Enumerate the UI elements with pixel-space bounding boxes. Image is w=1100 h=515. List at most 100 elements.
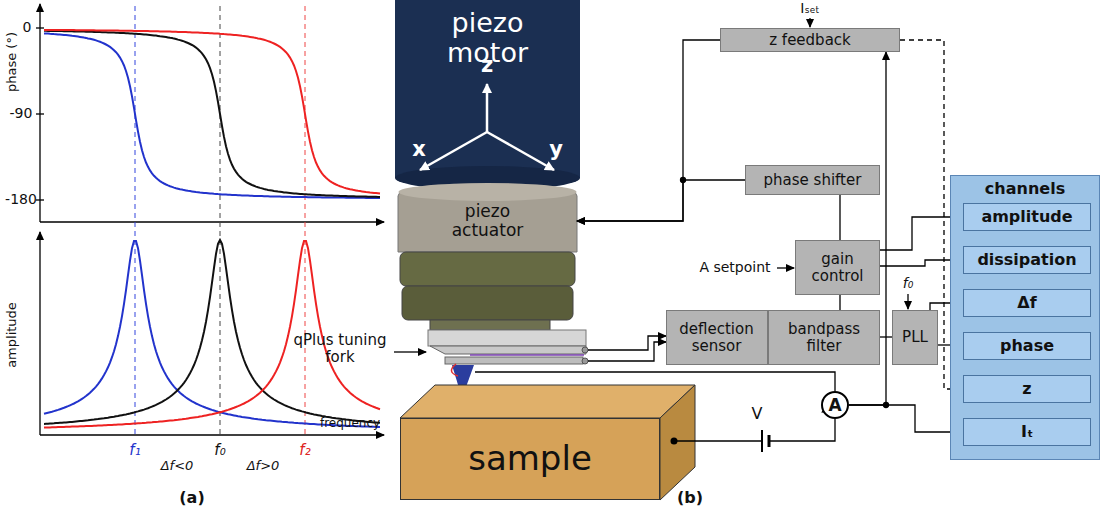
node-text: deflection sensor — [671, 321, 763, 354]
channel-box: Δf — [963, 289, 1091, 317]
actuator-node: piezo actuator — [398, 190, 577, 252]
axis-arrow — [486, 84, 489, 132]
process-box: z feedback — [720, 28, 900, 52]
node-text: bandpass filter — [779, 321, 869, 354]
text-label: -90 — [10, 106, 33, 121]
text-label: amplitude — [5, 302, 19, 368]
text-label: f₁ — [129, 442, 140, 459]
text-label: f₂ — [299, 442, 310, 459]
node-text: A — [828, 396, 841, 415]
frequency-marker — [220, 6, 221, 438]
text-label: Iₛₑₜ — [800, 1, 819, 16]
connector — [577, 180, 745, 221]
input-arrow — [777, 267, 794, 268]
sample-node: sample — [400, 418, 660, 500]
terminal — [582, 358, 588, 364]
input-arrow — [809, 18, 810, 27]
text-label: z — [481, 54, 493, 77]
piezo-actuator-top — [399, 183, 577, 201]
frequency-marker — [305, 6, 306, 438]
fork-prong — [445, 357, 583, 364]
bias-wire — [674, 440, 762, 441]
process-box: gain control — [795, 240, 880, 295]
resonance-plot — [36, 4, 384, 438]
bias-wire — [769, 419, 835, 441]
text-label: f₀ — [214, 442, 225, 459]
channel-box: dissipation — [963, 246, 1091, 274]
microscope-illustration — [395, 0, 695, 500]
text-label: x — [412, 138, 426, 161]
text-label: Δf>0 — [247, 459, 280, 473]
text-label: A setpoint — [699, 260, 770, 275]
node-text: amplitude — [981, 208, 1072, 226]
text-label: phase (°) — [5, 32, 19, 92]
disk — [430, 320, 550, 330]
response-curve — [44, 30, 380, 194]
axis-line — [40, 221, 384, 222]
fork-prong — [430, 346, 586, 354]
node-text: z feedback — [769, 32, 851, 49]
axes-symbol — [420, 84, 554, 170]
ammeter-symbol: A — [821, 391, 849, 419]
node-text: channels — [985, 180, 1065, 198]
node-text: dissipation — [977, 251, 1076, 269]
connector — [577, 40, 720, 221]
node-text: piezo actuator — [438, 202, 538, 239]
text-label: f₀ — [903, 276, 914, 291]
node-text: Iₜ — [1021, 423, 1033, 441]
terminal — [582, 347, 588, 353]
tick-mark — [36, 27, 44, 28]
disk — [400, 252, 575, 286]
node-text: Δf — [1017, 294, 1036, 312]
tip-current-wire — [475, 372, 835, 391]
process-box: deflection sensor — [666, 310, 768, 365]
channel-box: Iₜ — [963, 418, 1091, 446]
signal-wire — [588, 342, 666, 361]
axis-arrow — [420, 132, 487, 170]
process-box: bandpass filter — [768, 310, 880, 365]
text-label: qPlus tuning fork — [290, 332, 390, 365]
tick-mark — [36, 113, 44, 114]
leader-arrow — [394, 351, 426, 352]
electrode — [470, 354, 584, 356]
axis-line — [40, 434, 384, 435]
axis-arrow — [487, 132, 554, 170]
wiring — [394, 18, 908, 452]
text-label: V — [752, 405, 763, 423]
text-label: Δf<0 — [161, 459, 194, 473]
text-label: y — [549, 138, 563, 161]
channel-box: amplitude — [963, 203, 1091, 231]
node-text: z — [1022, 380, 1031, 398]
piezo-actuator-body — [398, 184, 577, 252]
axis-line — [39, 232, 40, 435]
frequency-marker — [135, 6, 136, 438]
tick-mark — [36, 199, 44, 200]
sample-top — [400, 385, 695, 418]
fork-holder — [428, 330, 586, 346]
channel-box: phase — [963, 332, 1091, 360]
connector — [839, 295, 840, 310]
input-arrow — [907, 294, 908, 309]
text-label: (b) — [677, 489, 703, 507]
connector — [849, 405, 963, 432]
sample-side — [660, 385, 695, 500]
axis-line — [39, 4, 40, 222]
node-text: sample — [468, 440, 592, 477]
battery-plate — [761, 430, 763, 452]
response-curve — [44, 31, 380, 197]
curve-group — [44, 30, 380, 428]
text-label: 0 — [23, 20, 32, 35]
piezo-motor-body — [395, 0, 580, 178]
process-box: phase shifter — [745, 165, 880, 195]
node-text: gain control — [803, 251, 873, 284]
node-text: phase — [1000, 337, 1054, 355]
process-box: PLL — [892, 310, 938, 365]
tip-wire — [451, 364, 458, 376]
text-label: -180 — [5, 192, 37, 207]
node-text: PLL — [902, 329, 928, 346]
connector — [839, 195, 840, 240]
node-text: phase shifter — [764, 172, 862, 189]
response-curve — [44, 33, 380, 198]
disk — [402, 286, 573, 320]
